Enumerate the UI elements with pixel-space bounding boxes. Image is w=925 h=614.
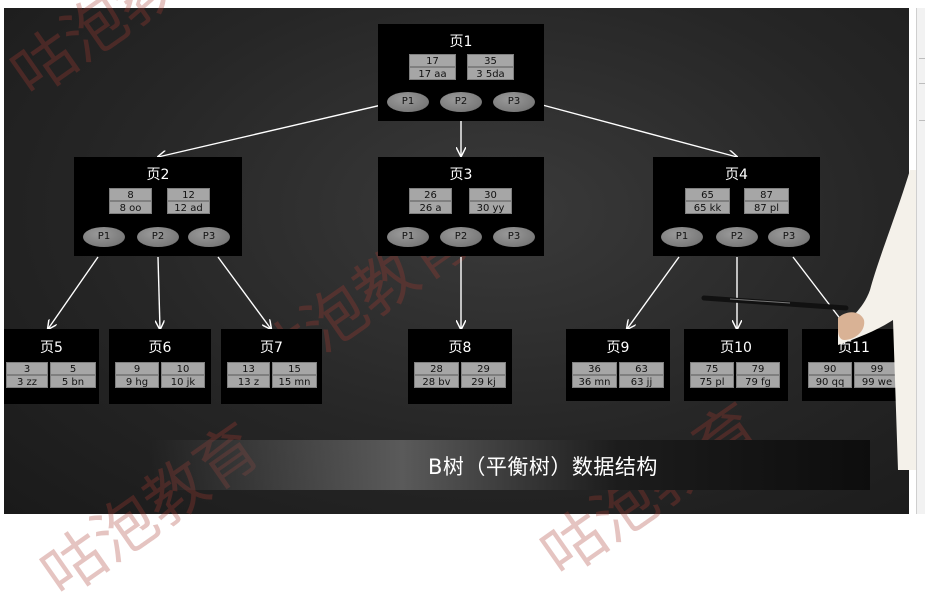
key-cell: 65 xyxy=(685,188,730,201)
node-page-2: 页2 8 8 oo 12 12 ad P1 P2 P3 xyxy=(74,157,242,256)
pointer-p1: P1 xyxy=(83,227,125,247)
key-cell: 5 xyxy=(50,362,96,375)
key-cell: 15 xyxy=(272,362,317,375)
key-cell: 28 xyxy=(414,362,459,375)
key-cell: 9 xyxy=(115,362,159,375)
pointer-p1: P1 xyxy=(387,227,429,247)
key-cell: 3 xyxy=(6,362,48,375)
node-title: 页11 xyxy=(838,340,870,356)
value-cell: 3 5da xyxy=(467,67,514,80)
value-cell: 75 pl xyxy=(690,375,734,388)
key-cell: 79 xyxy=(736,362,780,375)
pointer-p3: P3 xyxy=(768,227,810,247)
node-page-8: 页8 28 28 bv 29 29 kj xyxy=(408,329,512,404)
node-page-1: 页1 17 17 aa 35 3 5da P1 P2 P3 xyxy=(378,24,544,121)
node-title: 页9 xyxy=(606,340,630,356)
node-title: 页3 xyxy=(449,167,473,183)
node-page-3: 页3 26 26 a 30 30 yy P1 P2 P3 xyxy=(378,157,544,256)
pointer-p2: P2 xyxy=(440,227,482,247)
pointer-p3: P3 xyxy=(493,92,535,112)
value-cell: 30 yy xyxy=(469,201,512,214)
slide-title: B树（平衡树）数据结构 xyxy=(428,455,658,479)
node-title: 页4 xyxy=(725,167,748,183)
node-title: 页1 xyxy=(449,34,473,50)
key-cell: 30 xyxy=(469,188,512,201)
node-page-11: 页11 90 90 qq 99 99 we xyxy=(802,329,906,401)
pointer-p2: P2 xyxy=(440,92,482,112)
key-cell: 26 xyxy=(409,188,452,201)
value-cell: 65 kk xyxy=(685,201,730,214)
value-cell: 9 hg xyxy=(115,375,159,388)
key-cell: 10 xyxy=(161,362,205,375)
value-cell: 8 oo xyxy=(109,201,152,214)
node-page-4: 页4 65 65 kk 87 87 pl P1 P2 P3 xyxy=(653,157,820,256)
pointer-p3: P3 xyxy=(188,227,230,247)
key-cell: 29 xyxy=(461,362,506,375)
pointer-p2: P2 xyxy=(716,227,758,247)
key-cell: 90 xyxy=(808,362,852,375)
node-title: 页5 xyxy=(40,340,63,356)
value-cell: 36 mn xyxy=(572,375,617,388)
node-page-10: 页10 75 75 pl 79 79 fg xyxy=(684,329,788,401)
value-cell: 15 mn xyxy=(272,375,317,388)
value-cell: 26 a xyxy=(409,201,452,214)
value-cell: 79 fg xyxy=(736,375,780,388)
key-cell: 12 xyxy=(167,188,210,201)
title-banner xyxy=(150,440,870,490)
node-title: 页7 xyxy=(260,340,283,356)
node-page-6: 页6 9 9 hg 10 10 jk xyxy=(109,329,211,404)
value-cell: 5 bn xyxy=(50,375,96,388)
node-page-9: 页9 36 36 mn 63 63 jj xyxy=(566,329,670,401)
pointer-p2: P2 xyxy=(137,227,179,247)
value-cell: 12 ad xyxy=(167,201,210,214)
value-cell: 10 jk xyxy=(161,375,205,388)
key-cell: 8 xyxy=(109,188,152,201)
value-cell: 63 jj xyxy=(619,375,664,388)
key-cell: 35 xyxy=(467,54,514,67)
pointer-p1: P1 xyxy=(387,92,429,112)
node-title: 页10 xyxy=(720,340,752,356)
value-cell: 17 aa xyxy=(409,67,456,80)
node-title: 页8 xyxy=(448,340,472,356)
value-cell: 29 kj xyxy=(461,375,506,388)
pointer-p3: P3 xyxy=(493,227,535,247)
value-cell: 3 zz xyxy=(6,375,48,388)
key-cell: 75 xyxy=(690,362,734,375)
key-cell: 36 xyxy=(572,362,617,375)
value-cell: 28 bv xyxy=(414,375,459,388)
pointer-pen xyxy=(701,295,849,311)
value-cell: 99 we xyxy=(854,375,900,388)
key-cell: 13 xyxy=(227,362,270,375)
pointer-p1: P1 xyxy=(661,227,703,247)
node-title: 页2 xyxy=(146,167,170,183)
key-cell: 87 xyxy=(744,188,789,201)
value-cell: 13 z xyxy=(227,375,270,388)
presenter-figure xyxy=(838,170,918,470)
key-cell: 63 xyxy=(619,362,664,375)
node-page-7: 页7 13 13 z 15 15 mn xyxy=(221,329,322,404)
key-cell: 17 xyxy=(409,54,456,67)
value-cell: 87 pl xyxy=(744,201,789,214)
node-page-5: 页5 3 3 zz 5 5 bn xyxy=(4,329,99,404)
side-panel xyxy=(916,8,925,514)
node-title: 页6 xyxy=(148,340,172,356)
value-cell: 90 qq xyxy=(808,375,852,388)
